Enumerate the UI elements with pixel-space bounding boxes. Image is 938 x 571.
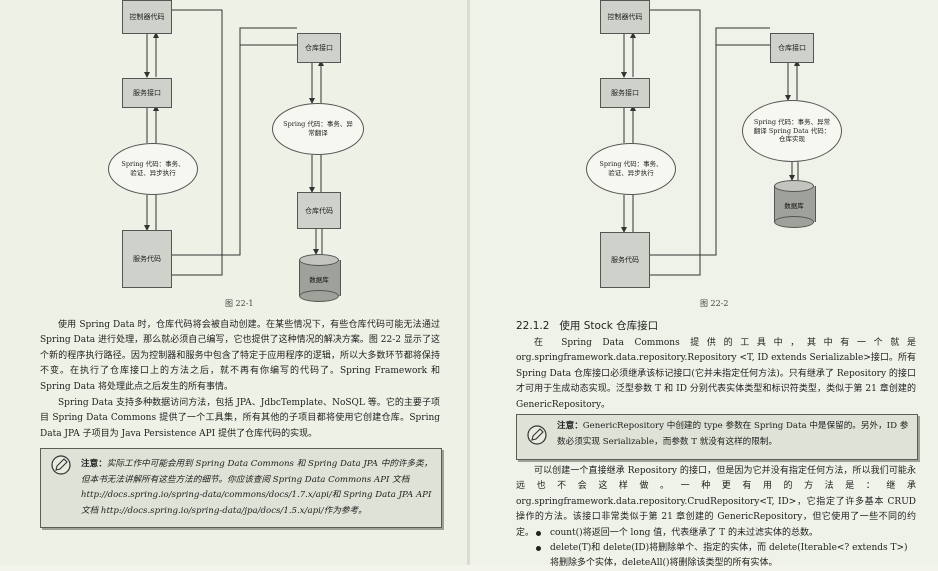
database-icon: 数据库 — [774, 180, 816, 228]
spring-cloud-right: Spring 代码：事务、异常翻译 — [272, 103, 364, 155]
note-body: 实际工作中可能会用到 Spring Data Commons 和 Spring … — [81, 459, 433, 516]
note-body: GenericRepository 中创建的 type 参数在 Spring D… — [557, 421, 909, 447]
box-label: 仓库接口 — [305, 44, 333, 52]
right-paragraph-1: 在 Spring Data Commons 提供的工具中，其中有一个就是 org… — [516, 338, 916, 410]
figure-caption-left: 图 22-1 — [225, 299, 254, 308]
spring-cloud-left: Spring 代码：事务、验证、异步执行 — [108, 143, 198, 195]
cloud-label: Spring 代码：事务、验证、异步执行 — [121, 160, 185, 177]
box-label: 服务代码 — [133, 255, 161, 263]
cloud-label: Spring 代码：事务、异常翻译 Spring Data 代码：仓库实现 — [753, 117, 831, 144]
bullet-icon — [536, 531, 541, 536]
cloud-label: Spring 代码：事务、验证、异步执行 — [599, 160, 663, 177]
right-paragraph-2: 可以创建一个直接继承 Repository 的接口，但是因为它并没有指定任何方法… — [516, 466, 916, 538]
box-label: 仓库代码 — [305, 206, 333, 215]
repo-code-box: 仓库代码 — [297, 192, 341, 229]
left-paragraph-2: Spring Data 支持多种数据访问方法，包括 JPA、JdbcTempla… — [40, 398, 440, 439]
controller-code-box: 控制器代码 — [600, 0, 650, 34]
database-label: 数据库 — [309, 276, 329, 284]
diagram-arrows — [144, 9, 800, 276]
pencil-icon — [527, 425, 547, 445]
spring-cloud-right: Spring 代码：事务、异常翻译 Spring Data 代码：仓库实现 — [742, 100, 842, 162]
database-label: 数据库 — [784, 202, 804, 210]
service-code-box: 服务代码 — [122, 230, 172, 288]
list-item: delete(T)和 delete(ID)将删除单个、指定的实体，而 delet… — [532, 541, 916, 571]
cloud-label: Spring 代码：事务、异常翻译 — [283, 120, 353, 137]
database-icon: 数据库 — [299, 254, 341, 302]
section-heading: 22.1.2 使用 Stock 仓库接口 — [516, 320, 659, 332]
box-label: 仓库接口 — [778, 44, 806, 52]
service-interface-box: 服务接口 — [122, 78, 172, 108]
note-label: 注意： — [81, 459, 107, 469]
box-label: 服务代码 — [611, 256, 639, 264]
box-label: 服务接口 — [611, 89, 639, 97]
service-code-box: 服务代码 — [600, 232, 650, 288]
list-item-text: count()将返回一个 long 值，代表继承了 T 的未过滤实体的总数。 — [550, 528, 818, 538]
right-note-box: 注意：GenericRepository 中创建的 type 参数在 Sprin… — [516, 414, 918, 460]
list-item: count()将返回一个 long 值，代表继承了 T 的未过滤实体的总数。 — [532, 526, 916, 541]
note-label: 注意： — [557, 421, 583, 431]
right-note-text: 注意：GenericRepository 中创建的 type 参数在 Sprin… — [557, 419, 909, 450]
repo-interface-box: 仓库接口 — [770, 33, 814, 63]
right-page — [470, 0, 938, 565]
left-note-text: 注意：实际工作中可能会用到 Spring Data Commons 和 Spri… — [81, 457, 433, 519]
repo-interface-box: 仓库接口 — [297, 33, 341, 63]
method-list: count()将返回一个 long 值，代表继承了 T 的未过滤实体的总数。 d… — [532, 526, 916, 571]
controller-code-box: 控制器代码 — [122, 0, 172, 34]
box-label: 服务接口 — [133, 89, 161, 97]
page-gutter — [467, 0, 470, 565]
left-note-box: 注意：实际工作中可能会用到 Spring Data Commons 和 Spri… — [40, 448, 442, 528]
service-interface-box: 服务接口 — [600, 78, 650, 108]
box-label: 控制器代码 — [607, 13, 643, 21]
bullet-icon — [536, 546, 541, 551]
pencil-icon — [51, 455, 71, 475]
figure-caption-right: 图 22-2 — [700, 299, 729, 308]
spring-cloud-left: Spring 代码：事务、验证、异步执行 — [586, 143, 676, 195]
box-label: 控制器代码 — [129, 13, 165, 21]
left-paragraph-1: 使用 Spring Data 时，仓库代码将会被自动创建。在某些情况下，有些仓库… — [40, 320, 440, 392]
list-item-text: delete(T)和 delete(ID)将删除单个、指定的实体，而 delet… — [550, 543, 908, 568]
